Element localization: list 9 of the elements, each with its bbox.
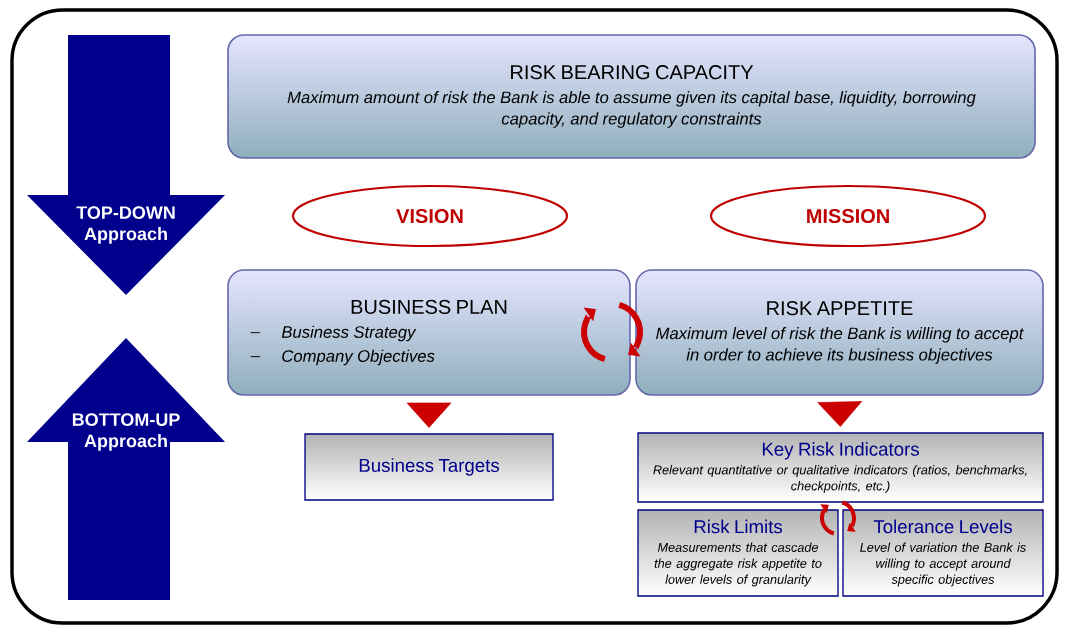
plan-box: BUSINESS PLAN Business Strategy Company Objectives xyxy=(227,269,631,396)
arrow xyxy=(817,401,862,427)
appetite-box: RISK APPETITE Maximum level of risk the Bank is willing to accept in order to achieve its business objectives xyxy=(635,269,1044,396)
targets-box: Business Targets xyxy=(304,433,554,501)
capacity-box: RISK BEARING CAPACITY Maximum amount of risk the Bank is able to assume given its capital base, liquidity, borrowing capacity, and regulatory constraints xyxy=(227,34,1036,159)
limits-box: Risk Limits Measurements that cascade the aggregate risk appetite to lower levels of granularity xyxy=(637,509,839,597)
indicators-box: Key Risk Indicators Relevant quantitative or qualitative indicators (ratios, benchmarks, checkpoints, etc.) xyxy=(637,432,1044,503)
tolerance-box: Tolerance Levels Level of variation the Bank is willing to accept around specific objectives xyxy=(842,509,1044,597)
arrow xyxy=(406,402,452,428)
